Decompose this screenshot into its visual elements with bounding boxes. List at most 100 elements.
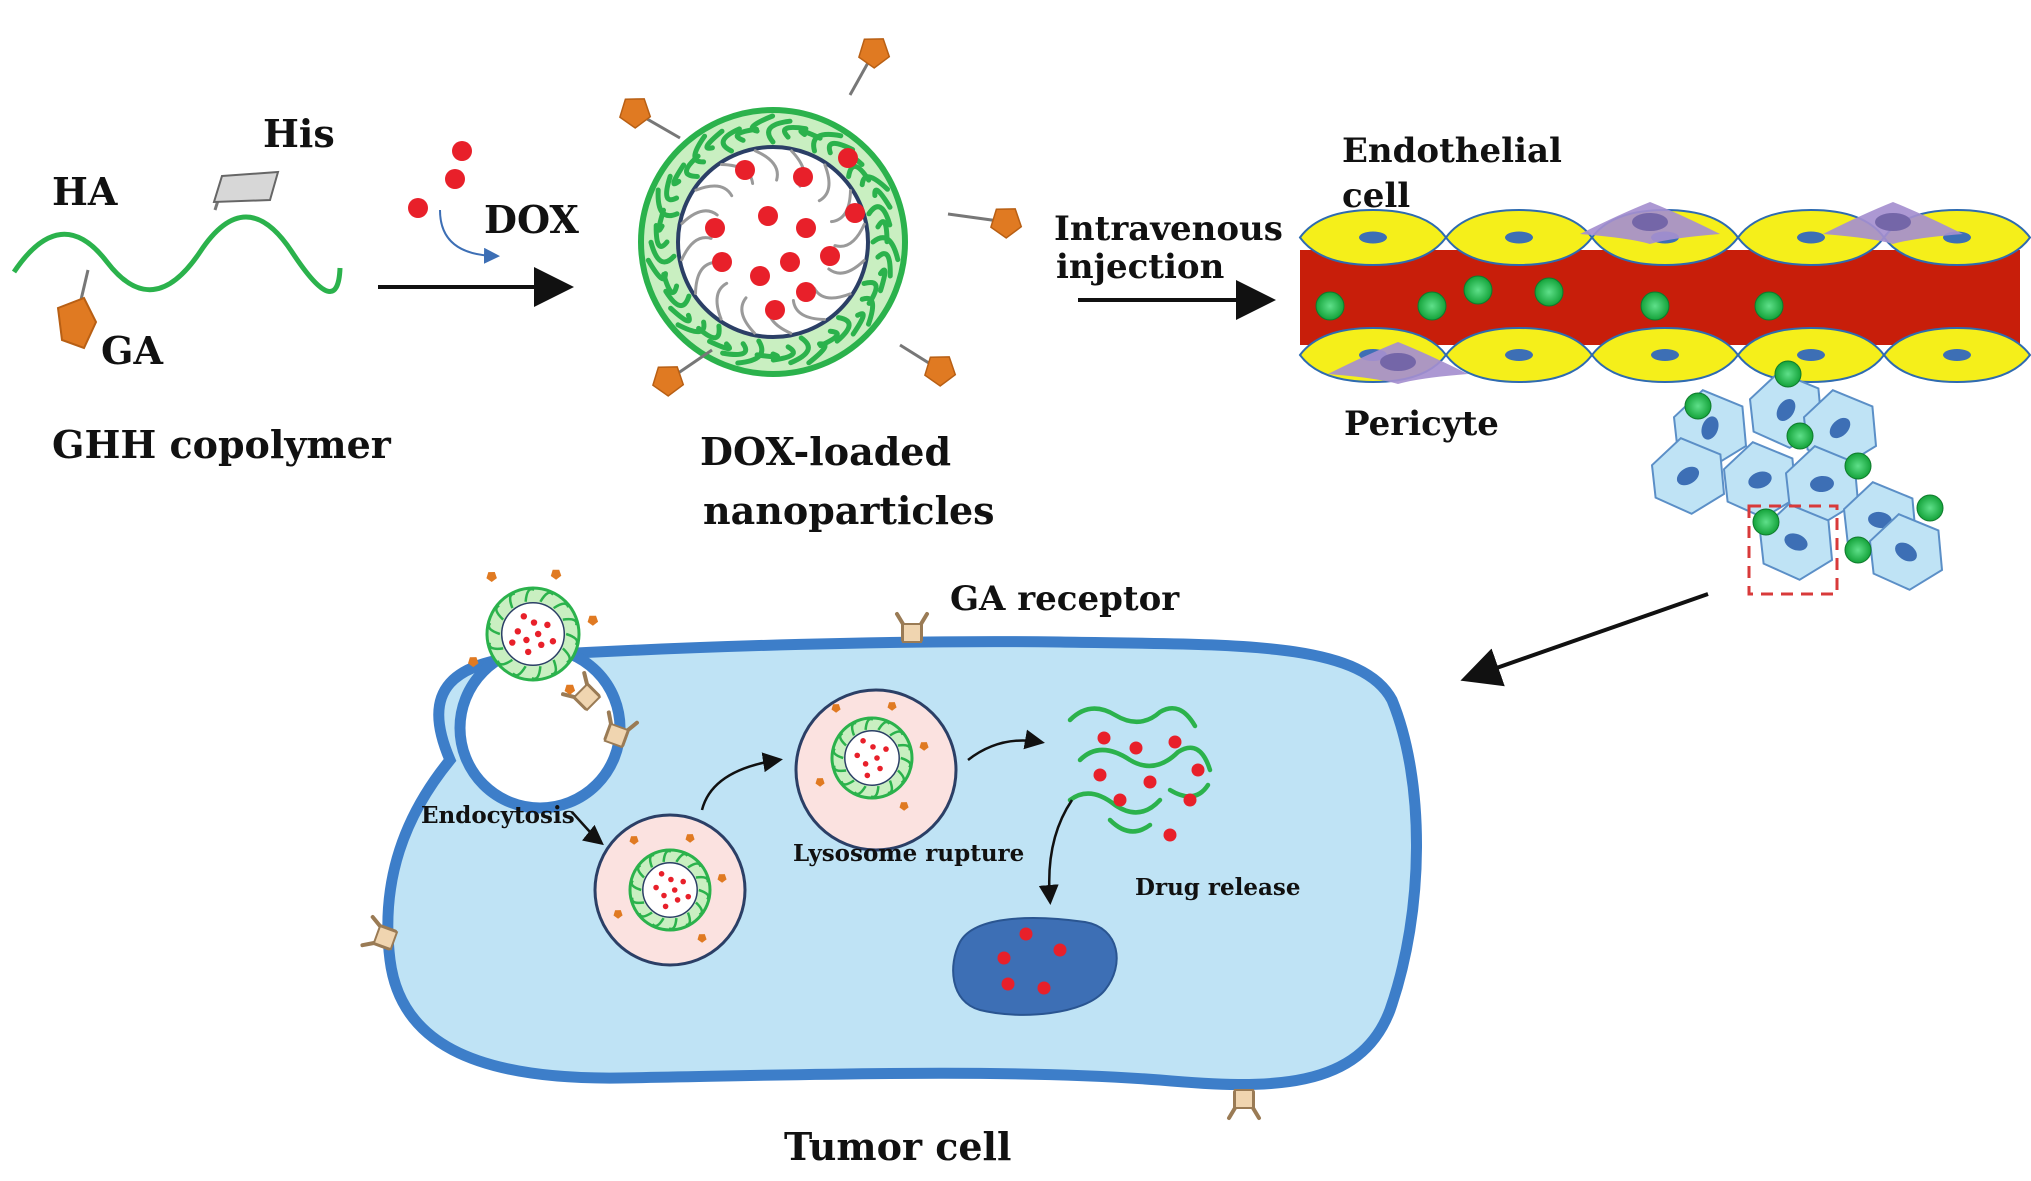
mini-dox-dot: [658, 870, 665, 877]
mini-ga-ligand: [697, 934, 707, 943]
core-chain-tail: [694, 260, 716, 295]
mini-ga-ligand: [685, 834, 695, 843]
ga-ligand-icon: [619, 98, 652, 129]
mini-ga-ligand: [899, 802, 909, 811]
nanoparticle-entering: [468, 569, 599, 695]
mini-shell-chain: [850, 721, 857, 736]
mini-shell-chain: [838, 732, 847, 747]
core-chain-tail: [715, 281, 729, 321]
shell-chain-segment: [872, 187, 893, 210]
mini-shell-chain: [877, 720, 891, 731]
mini-shell-chain: [651, 917, 665, 928]
nuclear-dox-dot: [1019, 927, 1033, 941]
encapsulated-dox-dot: [750, 266, 770, 286]
mini-dox-dot: [874, 755, 880, 761]
mini-shell-chain: [561, 647, 571, 664]
core-chain-tail: [833, 222, 866, 248]
dox-loaded-nanoparticle: [619, 38, 1023, 397]
tumor-tissue-nucleus: [1810, 475, 1834, 493]
shell-chain-segment: [735, 338, 765, 366]
zoom-arrow: [1460, 592, 1709, 687]
ga-receptor-icon: [561, 671, 602, 712]
shell-chain-segment: [770, 344, 796, 363]
tumor-tissue-nucleus: [1829, 417, 1851, 439]
ga-group-icon: [56, 296, 98, 350]
core-chain-tail: [791, 299, 826, 321]
mini-ga-ligand: [486, 572, 497, 582]
mini-shell-chain: [508, 592, 515, 609]
endosome-to-lysosome-arrow: [700, 752, 783, 811]
released-dox-dot: [1191, 763, 1205, 777]
mini-ga-ligand: [831, 704, 841, 713]
tumor-tissue-nucleus: [1895, 542, 1917, 562]
mini-dox-dot: [685, 893, 692, 900]
ghh-copolymer-label: GHH copolymer: [52, 422, 392, 467]
released-dox-dot: [1163, 828, 1177, 842]
nanoparticle-core: [676, 145, 870, 339]
shell-chain-segment: [859, 174, 890, 192]
mini-dox-dot: [534, 630, 542, 638]
core-chain-tail: [817, 163, 831, 203]
core-chain-tail: [827, 259, 866, 275]
shell-chain-segment: [704, 128, 725, 151]
dox-loaded-label-line2: nanoparticles: [703, 488, 995, 533]
endothelial-label-line1: Endothelial: [1342, 131, 1562, 171]
ga-receptor-label: GA receptor: [950, 579, 1180, 619]
tumor-tissue-nucleus: [1676, 466, 1700, 486]
mini-shell-chain: [832, 747, 844, 760]
encapsulated-dox-dot: [705, 218, 725, 238]
dox-label: DOX: [484, 197, 579, 242]
mini-dox-dot: [520, 613, 528, 620]
ga-ligand-icon: [990, 208, 1023, 239]
ga-receptor-body: [902, 623, 922, 643]
circulating-nanoparticle: [1463, 275, 1493, 305]
mini-dox-dot: [854, 752, 861, 759]
mini-ga-ligand: [919, 742, 929, 751]
circulating-nanoparticles: [1315, 275, 1784, 321]
ga-receptor-icon: [895, 612, 929, 643]
encapsulated-dox-dot: [845, 203, 865, 223]
mini-shell-chain: [562, 617, 578, 626]
mini-dox-dot: [883, 746, 889, 752]
shell-chain-segment: [749, 113, 776, 134]
shell-chain-segment: [664, 173, 680, 203]
tumor-tissue-nucleus: [1784, 533, 1808, 551]
mini-nanoparticle-core: [500, 601, 566, 667]
core-chain-tail: [753, 149, 779, 182]
mini-shell-chain: [685, 912, 692, 927]
ga-ligand-icon: [858, 38, 891, 69]
tissue-nanoparticle: [1684, 392, 1712, 420]
mini-ga-ligand: [815, 778, 825, 787]
circulating-nanoparticle: [1754, 291, 1784, 321]
mini-dox-dot: [864, 772, 871, 779]
shell-chain-segment: [826, 141, 856, 156]
mini-shell-chain: [524, 587, 535, 602]
mini-shell-chain: [638, 911, 653, 918]
shell-chain-segment: [675, 319, 707, 335]
mini-shell-chain: [897, 769, 906, 784]
ga-receptors: [360, 612, 1261, 1120]
encapsulated-dox-dot: [796, 282, 816, 302]
released-polymer-chain: [1107, 817, 1153, 834]
tumor-cell: [360, 569, 1422, 1120]
encapsulated-dox-dot: [765, 300, 785, 320]
mini-shell-chain: [687, 862, 702, 869]
mini-shell-chain: [864, 717, 874, 731]
mini-shell-chain: [551, 659, 558, 676]
pericytes: [1328, 202, 1963, 384]
endothelial-nucleus: [1505, 349, 1533, 361]
intravenous-label-line1: Intravenous: [1054, 209, 1283, 249]
shell-chain-segment: [859, 295, 876, 327]
mini-dox-dot: [870, 744, 876, 750]
mini-shell-chain: [897, 743, 912, 751]
mini-ga-ligand: [550, 569, 562, 580]
shell-chain-segment: [720, 341, 749, 357]
lysosome-rupture-label: Lysosome rupture: [793, 840, 1024, 867]
dox-in-nucleus: [997, 927, 1067, 995]
released-polymer-chain: [1067, 706, 1198, 729]
endothelial-nucleus: [1797, 349, 1825, 361]
mini-shell-chain: [695, 875, 710, 883]
dox-dot: [452, 141, 472, 161]
shell-chain-segment: [766, 118, 793, 145]
core-chain-tail: [812, 286, 852, 300]
